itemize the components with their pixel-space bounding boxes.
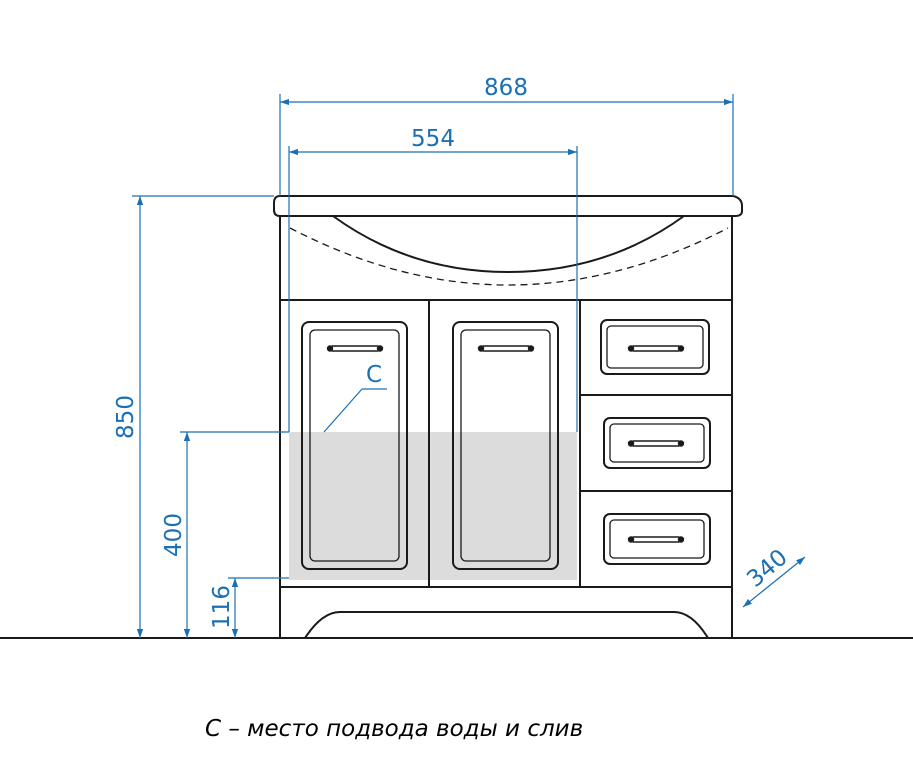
drawer-3-panel-inner bbox=[609, 519, 705, 559]
overall-height-label: 850 bbox=[113, 395, 139, 439]
door-handle-right bbox=[477, 345, 535, 352]
dimension-basin-width: 554 bbox=[288, 126, 578, 432]
left-door-panel-outer bbox=[301, 321, 408, 570]
dimension-depth: 340 bbox=[742, 545, 806, 608]
drawer-1-panel-inner bbox=[606, 325, 704, 369]
basin-hidden-bowl bbox=[289, 227, 729, 286]
connection-height-label: 400 bbox=[161, 513, 187, 557]
overall-width-label: 868 bbox=[484, 75, 528, 101]
cabinet-body bbox=[279, 215, 733, 639]
depth-label: 340 bbox=[742, 545, 792, 593]
dimension-overall-height: 850 bbox=[113, 195, 274, 638]
door-handle-left bbox=[326, 345, 384, 352]
callout-letter: C bbox=[366, 362, 382, 388]
left-door-panel-inner bbox=[309, 329, 400, 562]
drawer-2-handle bbox=[627, 440, 685, 447]
plinth-arch bbox=[304, 611, 709, 639]
callout-c: C bbox=[323, 362, 387, 433]
dimension-connection-height: 400 bbox=[161, 431, 289, 638]
dimension-plinth-height: 116 bbox=[209, 577, 289, 638]
right-door-panel-outer bbox=[452, 321, 559, 570]
cabinet bbox=[273, 195, 743, 639]
right-door-panel-inner bbox=[460, 329, 551, 562]
basin-bowl bbox=[332, 215, 685, 274]
dimension-overall-width: 868 bbox=[279, 75, 734, 196]
drawer-1-panel-outer bbox=[600, 319, 710, 375]
basin-rim bbox=[273, 195, 743, 217]
caption: C – место подвода воды и слив bbox=[205, 716, 583, 742]
drawer-2-panel-inner bbox=[609, 423, 705, 463]
plinth-height-label: 116 bbox=[209, 585, 235, 629]
drawer-3-handle bbox=[627, 536, 685, 543]
drawer-3-panel-outer bbox=[603, 513, 711, 565]
drawer-2-panel-outer bbox=[603, 417, 711, 469]
drawer-1-handle bbox=[627, 345, 685, 352]
basin-width-label: 554 bbox=[411, 126, 455, 152]
water-connection-zone bbox=[289, 432, 577, 580]
